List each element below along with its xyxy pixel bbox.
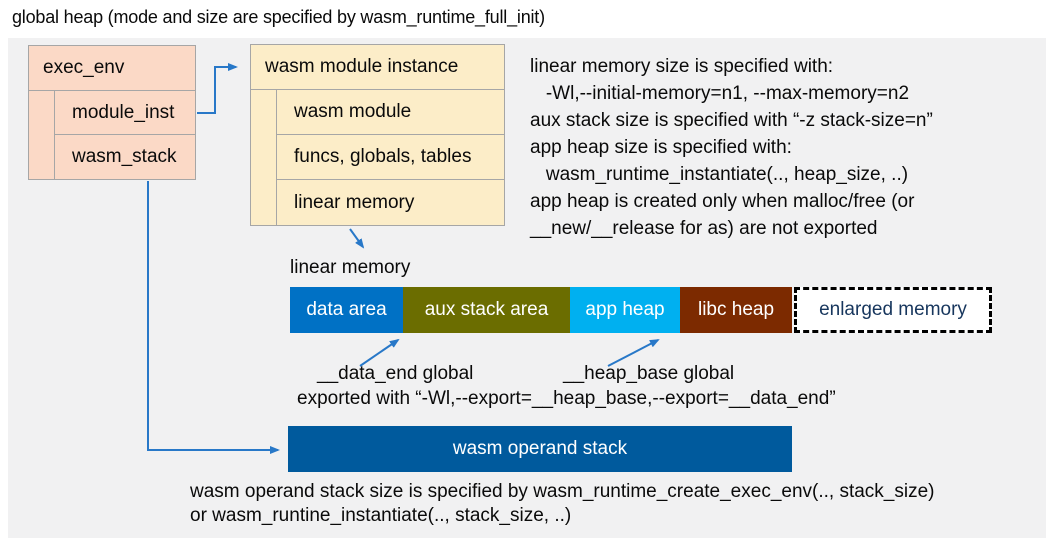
wasm-module-instance-rows: wasm module funcs, globals, tables linea… bbox=[276, 90, 504, 225]
heap-base-global-label: __heap_base global bbox=[563, 363, 735, 384]
instance-row-linear-memory: linear memory bbox=[294, 191, 415, 213]
wasm-operand-stack-bar: wasm operand stack bbox=[288, 426, 792, 472]
note-line: wasm_runtime_instantiate(.., heap_size, … bbox=[530, 164, 909, 185]
operand-stack-notes: wasm operand stack size is specified by … bbox=[190, 480, 935, 528]
note-line: aux stack size is specified with “-z sta… bbox=[530, 110, 933, 131]
wasm-module-instance-box: wasm module instance wasm module funcs, … bbox=[250, 44, 505, 226]
segment-libc-heap: libc heap bbox=[680, 287, 792, 333]
instance-row-wasm-module: wasm module bbox=[277, 90, 504, 135]
memory-size-notes: linear memory size is specified with: -W… bbox=[530, 53, 933, 242]
arrow-wasm-stack-to-operand-stack bbox=[147, 181, 280, 454]
segment-app-heap: app heap bbox=[570, 287, 680, 333]
exported-with-label: exported with “-Wl,--export=__heap_base,… bbox=[297, 388, 836, 409]
note-line: -Wl,--initial-memory=n1, --max-memory=n2 bbox=[530, 83, 910, 104]
exec-env-row-module-inst: module_inst bbox=[55, 91, 195, 135]
instance-row-funcs-globals-tables: funcs, globals, tables bbox=[277, 135, 504, 180]
data-end-global-label: __data_end global bbox=[317, 363, 474, 384]
arrow-module-inst-to-instance bbox=[197, 63, 238, 114]
linear-memory-label: linear memory bbox=[290, 257, 411, 278]
linear-memory-bar: data area aux stack area app heap libc h… bbox=[290, 287, 992, 333]
note-line: or wasm_runtine_instantiate(.., stack_si… bbox=[190, 505, 572, 526]
note-line: app heap is created only when malloc/fre… bbox=[530, 191, 915, 212]
note-line: wasm operand stack size is specified by … bbox=[190, 481, 935, 502]
segment-enlarged-memory: enlarged memory bbox=[794, 287, 992, 333]
note-line: linear memory size is specified with: bbox=[530, 56, 834, 77]
exec-env-box: exec_env module_inst wasm_stack bbox=[28, 45, 196, 180]
exec-env-header: exec_env bbox=[29, 46, 195, 91]
exec-env-row-wasm-stack: wasm_stack bbox=[72, 146, 177, 167]
arrow-data-end-to-bar bbox=[359, 338, 400, 367]
segment-aux-stack-area: aux stack area bbox=[403, 287, 570, 333]
segment-data-area: data area bbox=[290, 287, 403, 333]
arrow-instance-to-linear-memory bbox=[349, 228, 365, 249]
note-line: app heap size is specified with: bbox=[530, 137, 792, 158]
exec-env-rows: module_inst wasm_stack bbox=[54, 91, 195, 179]
arrow-heap-base-to-bar bbox=[607, 339, 660, 367]
wasm-module-instance-header: wasm module instance bbox=[251, 45, 504, 90]
note-line: __new/__release for as) are not exported bbox=[530, 218, 878, 239]
diagram-title: global heap (mode and size are specified… bbox=[12, 7, 545, 27]
